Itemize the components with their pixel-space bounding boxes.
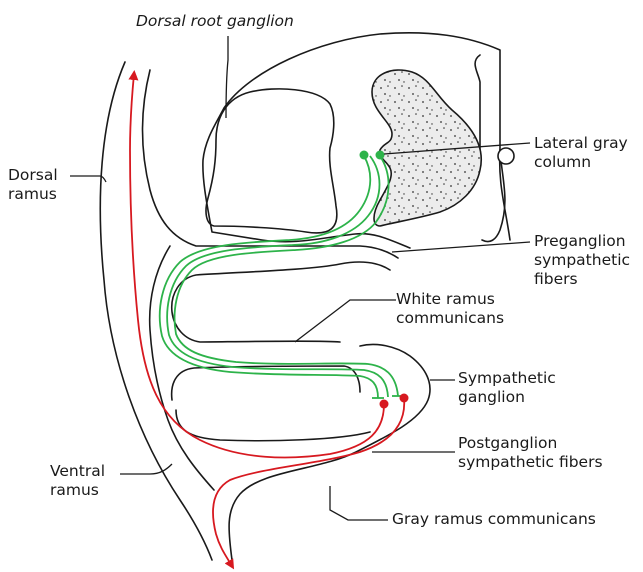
leader-preganglion: [392, 242, 530, 252]
postganglionic-cell-body-1: [380, 400, 389, 409]
label-ventral-ramus-line2: ramus: [50, 481, 99, 500]
label-postganglion-line1: Postganglion: [458, 434, 557, 453]
cord-right-boundary: [482, 150, 505, 242]
preganglionic-cell-body-1: [360, 151, 369, 160]
label-dorsal-ramus-line1: Dorsal: [8, 166, 58, 185]
label-dorsal-root-ganglion: Dorsal root ganglion: [136, 12, 294, 31]
leader-white-ramus: [295, 300, 396, 342]
label-white-ramus-line1: White ramus: [396, 290, 495, 309]
label-preganglion-line2: sympathetic: [534, 251, 630, 270]
preganglionic-fiber-2: [175, 156, 398, 396]
central-canal: [498, 148, 514, 164]
postganglionic-cell-body-2: [400, 394, 409, 403]
postganglionic-fiber-descending: [213, 398, 404, 566]
label-preganglion-line1: Preganglion: [534, 232, 626, 251]
label-sympathetic-ganglion-line2: ganglion: [458, 388, 525, 407]
leader-gray-ramus: [330, 486, 388, 520]
leader-ventral-ramus: [120, 464, 172, 474]
label-lateral-gray-column-line1: Lateral gray: [534, 134, 628, 153]
label-ventral-ramus-line1: Ventral: [50, 462, 105, 481]
white-ramus-inner: [176, 410, 370, 441]
label-lateral-gray-column-line2: column: [534, 153, 591, 172]
postganglionic-fiber-ascending: [130, 74, 384, 457]
preganglionic-fiber-3: [167, 156, 388, 397]
midline-fissure: [475, 55, 480, 150]
white-ramus-loop: [172, 262, 390, 400]
preganglionic-fiber-1: [160, 156, 378, 398]
label-sympathetic-ganglion-line1: Sympathetic: [458, 369, 556, 388]
label-postganglion-line2: sympathetic fibers: [458, 453, 603, 472]
label-gray-ramus: Gray ramus communicans: [392, 510, 596, 529]
label-dorsal-ramus-line2: ramus: [8, 185, 57, 204]
preganglionic-cell-body-2: [376, 151, 385, 160]
label-preganglion-line3: fibers: [534, 270, 578, 289]
dorsal-ramus-inner-contour: [143, 70, 399, 258]
nerve-outer-contour: [100, 62, 212, 560]
label-white-ramus-line2: communicans: [396, 309, 504, 328]
